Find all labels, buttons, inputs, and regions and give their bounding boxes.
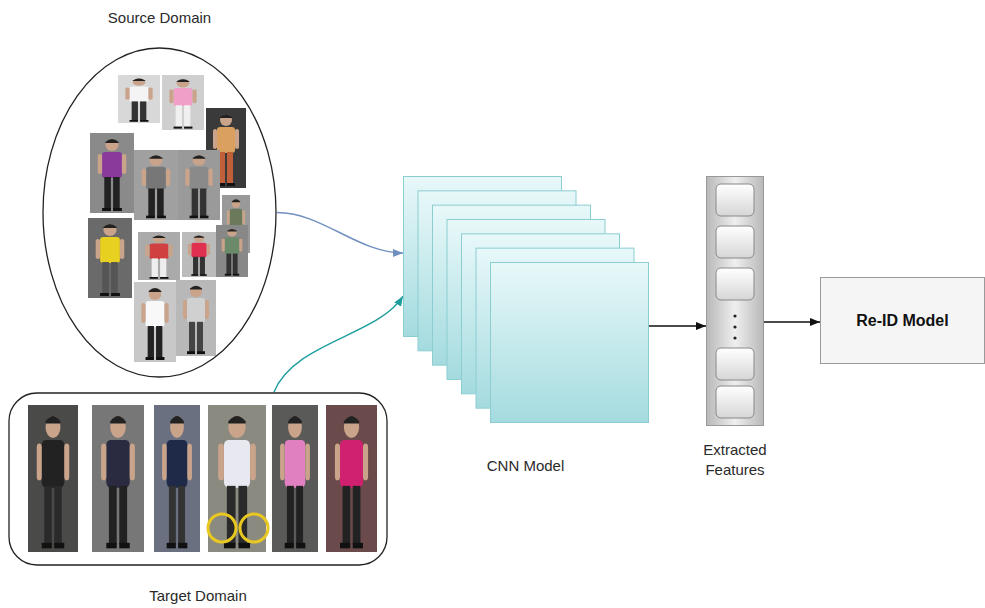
photo: [28, 405, 78, 552]
node-shape: [8, 392, 388, 566]
photo: [162, 75, 204, 130]
photo: [134, 282, 176, 362]
photo: [134, 150, 178, 220]
connector-arrow: [274, 296, 403, 392]
target-domain: Target Domain: [8, 392, 388, 566]
node-caption: Source Domain: [108, 8, 211, 28]
person: [145, 236, 172, 279]
person: [280, 416, 310, 548]
person: [222, 229, 243, 276]
person: [142, 155, 171, 218]
feature-cell: [716, 226, 754, 258]
connector-arrow: [277, 213, 403, 253]
photo: [176, 280, 216, 356]
source-photos: [88, 75, 250, 362]
person: [141, 288, 168, 360]
cnn-layer: [491, 262, 649, 422]
box-outline: [821, 278, 985, 364]
person: [169, 79, 196, 129]
photo: [90, 133, 134, 213]
person: [96, 224, 125, 296]
person: [37, 416, 70, 548]
photo: [138, 232, 180, 280]
node-caption: Target Domain: [149, 586, 247, 606]
person: [162, 416, 192, 548]
person: [188, 235, 210, 276]
photo: [154, 405, 200, 552]
feature-cell: [716, 268, 754, 300]
ellipsis-dot: [733, 314, 736, 317]
photo: [208, 405, 266, 552]
connector-arrow: [648, 325, 706, 326]
person: [185, 155, 212, 218]
node-shape: [403, 176, 648, 422]
feature-vector: Extracted Features: [706, 176, 764, 426]
node-shape: [706, 176, 764, 426]
node-caption: Extracted Features: [680, 440, 790, 479]
cnn-model: CNN Model: [403, 176, 648, 422]
photo: [326, 405, 377, 552]
box-label: Re-ID Model: [856, 312, 948, 330]
person: [183, 286, 209, 354]
target-photos: [28, 405, 377, 552]
node-caption: CNN Model: [487, 456, 565, 476]
connector-arrow: [764, 321, 820, 322]
person: [101, 416, 135, 548]
ellipsis-dot: [733, 325, 736, 328]
photo: [118, 75, 160, 123]
person: [335, 416, 368, 548]
photo: [182, 232, 216, 277]
reid-model-box: Re-ID Model: [820, 277, 985, 364]
person: [125, 79, 152, 122]
ellipsis-dot: [733, 336, 736, 339]
rounded-outline: [9, 393, 387, 565]
photo: [92, 405, 144, 552]
node-shape: [42, 47, 277, 378]
bicycle-wheel: [208, 514, 236, 542]
person: [98, 139, 127, 211]
photo: [272, 405, 318, 552]
feature-cell: [716, 184, 754, 216]
source-domain: Source Domain: [42, 47, 277, 378]
feature-bar: [707, 177, 764, 426]
ellipse-outline: [43, 48, 276, 377]
photo: [216, 225, 248, 277]
feature-cell: [716, 348, 754, 380]
photo: [88, 218, 132, 298]
photo: [178, 150, 220, 220]
feature-cell: [716, 386, 754, 418]
bicycle-wheel: [240, 514, 268, 542]
